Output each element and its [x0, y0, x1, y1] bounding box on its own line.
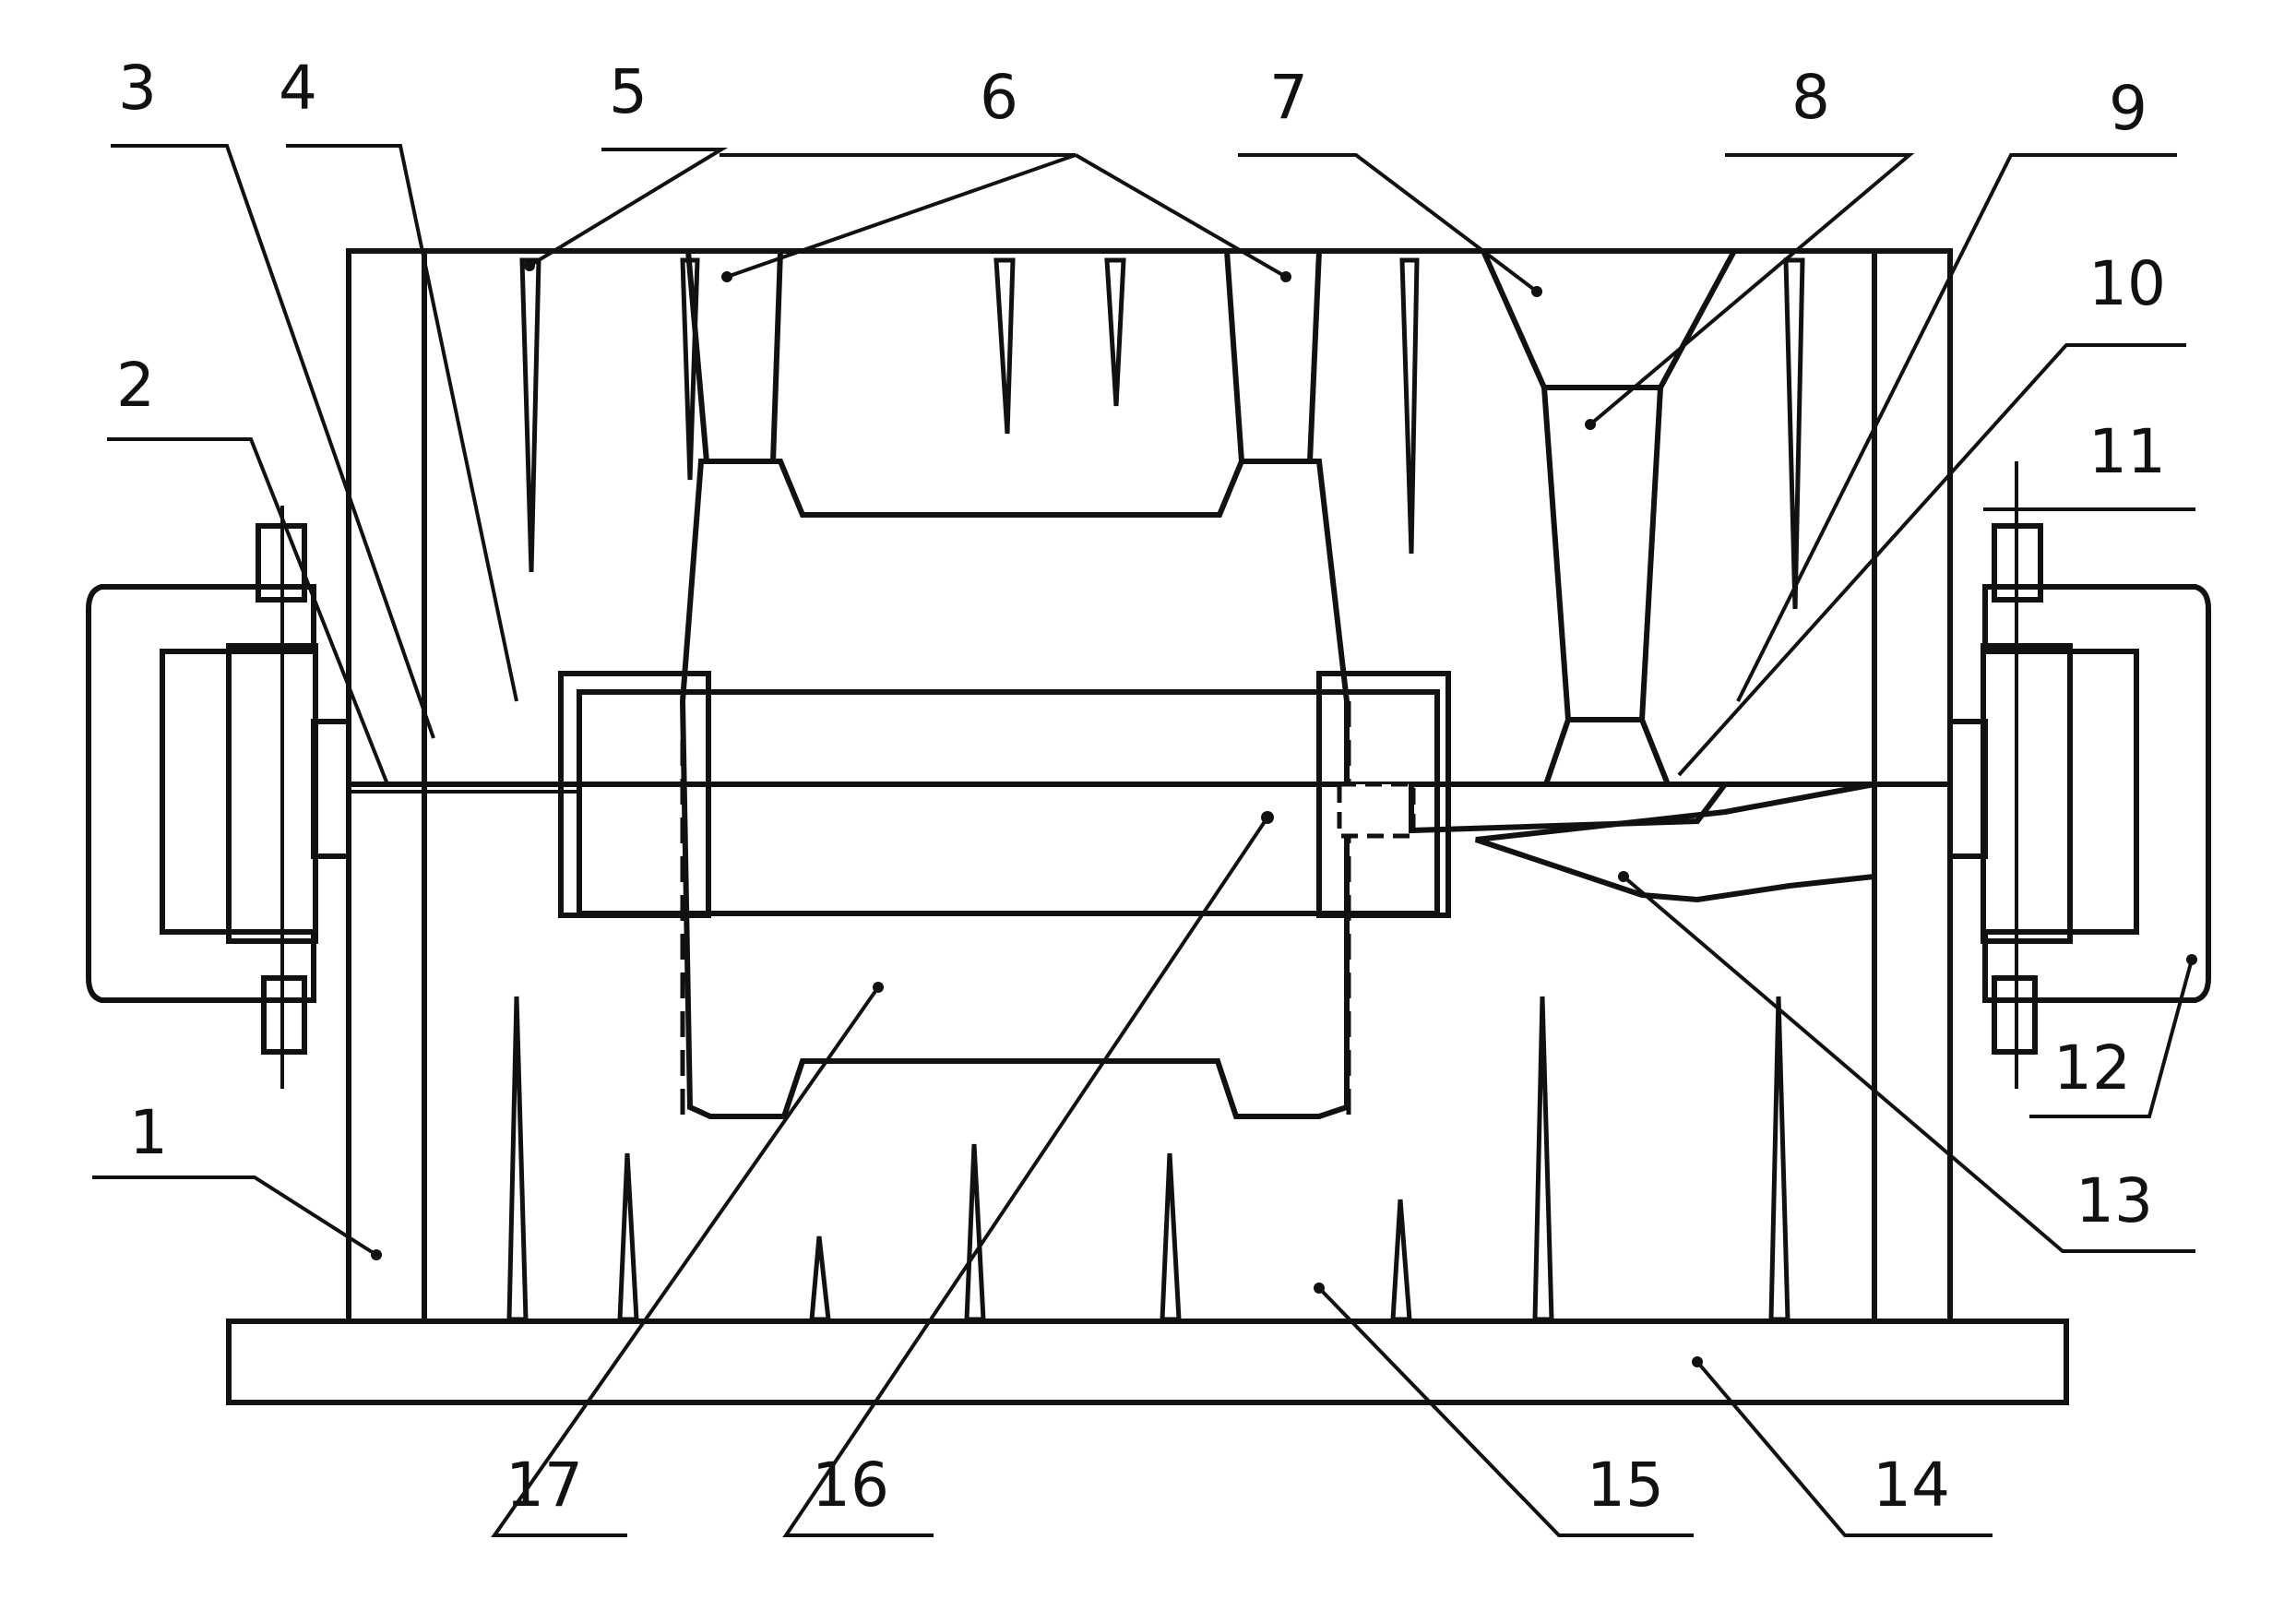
vent-pins	[506, 257, 1805, 1322]
chill-insert	[1475, 781, 1877, 903]
label-1: 1	[129, 1097, 168, 1168]
leader-lines	[92, 144, 2195, 1537]
right-clamp	[1947, 461, 2211, 1089]
label-7: 7	[1269, 62, 1308, 133]
bottom-plate	[226, 1319, 2069, 1405]
label-3: 3	[118, 53, 157, 124]
core-vent-stub	[1337, 782, 1416, 839]
label-11: 11	[2088, 416, 2166, 487]
leader-dots	[371, 260, 2197, 1367]
runner-channel	[1409, 782, 1731, 834]
sprue-base	[1541, 717, 1672, 787]
sprue-channel	[1479, 248, 1740, 390]
pouring-basin	[1541, 385, 1664, 722]
label-15: 15	[1587, 1450, 1664, 1521]
riser-left	[684, 248, 784, 464]
lower-sand-mold	[422, 782, 1877, 1324]
label-8: 8	[1791, 62, 1830, 133]
left-clamp	[86, 506, 351, 1089]
label-12: 12	[2053, 1032, 2131, 1104]
label-9: 9	[2109, 73, 2147, 144]
riser-right	[1223, 248, 1323, 464]
label-13: 13	[2076, 1165, 2153, 1236]
casting-cavity	[679, 459, 1350, 1119]
label-6: 6	[980, 62, 1018, 133]
label-2: 2	[116, 350, 155, 421]
label-4: 4	[279, 53, 317, 124]
label-17: 17	[506, 1450, 583, 1521]
label-14: 14	[1873, 1450, 1950, 1521]
label-10: 10	[2088, 248, 2166, 319]
label-5: 5	[609, 56, 648, 127]
label-16: 16	[812, 1450, 889, 1521]
sand-core	[577, 689, 1440, 916]
